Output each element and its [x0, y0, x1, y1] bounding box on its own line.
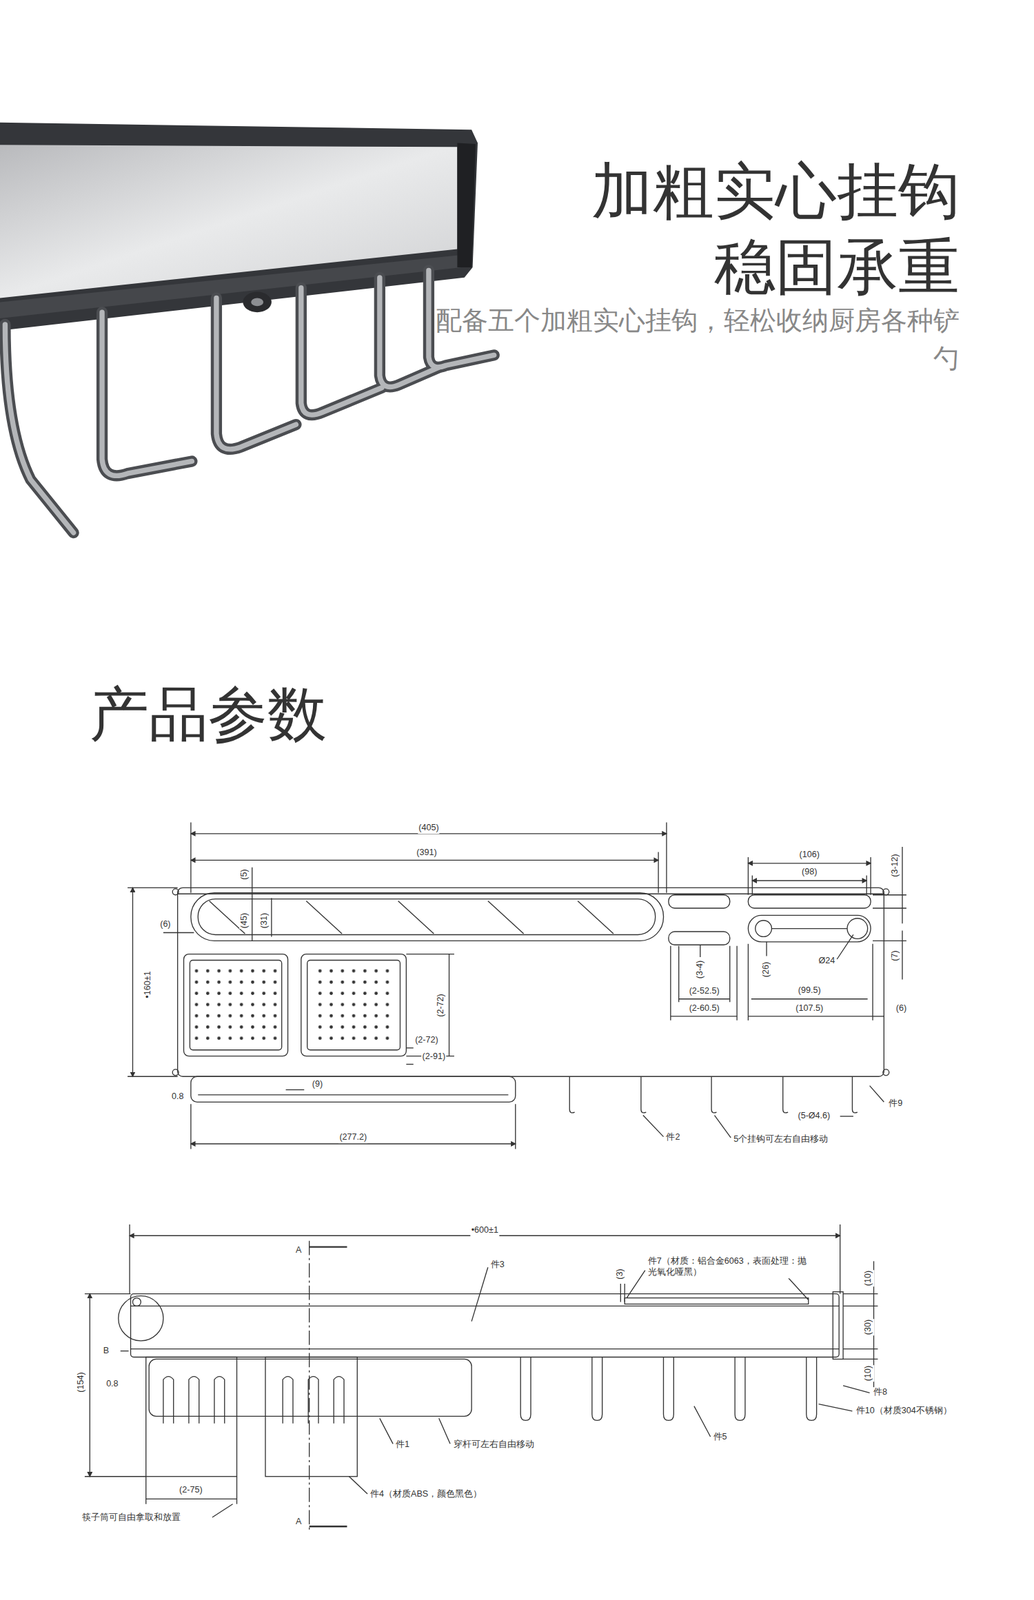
dimension-label: (30): [863, 1319, 875, 1336]
front-view-drawing: [84, 1224, 879, 1532]
note-text: 筷子筒可自由拿取和放置: [81, 1513, 182, 1525]
dimension-label: (5-Ø4.6): [796, 1111, 831, 1123]
section-mark: A: [295, 1246, 302, 1258]
heading: 稳固承重: [714, 228, 960, 306]
part-callout: 件3: [490, 1260, 506, 1272]
note-text: 件10（材质304不锈钢）: [855, 1406, 953, 1418]
top-view-drawing: [127, 823, 907, 1150]
dimension-label: (5): [239, 868, 251, 881]
note-text: 件7（材质：铝合金6063，表面处理：抛光氧化哑黑）: [647, 1256, 813, 1279]
part-callout: 件8: [872, 1387, 888, 1399]
rack-photo: [0, 122, 495, 533]
dimension-label: 0.8: [105, 1380, 120, 1392]
dimension-label: (2-72): [414, 1035, 440, 1047]
dimension-label: (3-4): [694, 959, 706, 980]
part-callout: 件1: [394, 1440, 411, 1452]
dimension-label: (26): [761, 961, 773, 979]
dimension-label: •600±1: [470, 1225, 500, 1237]
dimension-label: Ø24: [818, 956, 837, 968]
part-callout: 件9: [887, 1098, 904, 1110]
note-text: 件4（材质ABS，颜色黑色）: [369, 1489, 483, 1501]
dimension-label: (2-91): [421, 1051, 447, 1063]
note-text: 5个挂钩可左右自由移动: [732, 1134, 829, 1146]
dimension-label: (154): [76, 1372, 88, 1394]
dimension-label: (7): [889, 950, 901, 963]
dimension-label: (391): [415, 847, 438, 859]
dimension-label: (2-75): [178, 1486, 204, 1498]
dimension-label: (9): [311, 1079, 324, 1091]
dimension-label: (3): [614, 1269, 626, 1281]
dimension-label: (2-60.5): [688, 1004, 721, 1016]
dimension-label: (107.5): [794, 1004, 824, 1016]
dimension-label: (405): [417, 823, 440, 835]
dimension-label: (6): [159, 919, 171, 931]
dimension-label: (99.5): [797, 985, 822, 997]
part-callout: 件2: [665, 1132, 681, 1144]
dimension-label: (10): [863, 1270, 875, 1287]
dimension-label: (10): [863, 1365, 875, 1383]
dimension-label: (98): [801, 867, 818, 879]
dimension-label: (31): [259, 911, 271, 929]
dimension-label: (2-72): [435, 993, 447, 1019]
dimension-label: 0.8: [170, 1091, 185, 1103]
dimension-label: •160±1: [142, 970, 154, 999]
part-callout: 件5: [712, 1433, 728, 1445]
dimension-label: (6): [895, 1004, 908, 1016]
dimension-label: (277.2): [338, 1132, 368, 1144]
section-mark: A: [295, 1517, 302, 1529]
body-text: 配备五个加粗实心挂钩，轻松收纳厨房各种铲勺: [428, 301, 960, 378]
page-heading: 产品参数: [89, 677, 327, 752]
dimension-label: (106): [798, 849, 821, 861]
dimension-label: (3-12): [889, 853, 901, 879]
detail-mark: B: [102, 1346, 110, 1358]
heading: 加粗实心挂钩: [591, 153, 960, 231]
note-text: 穿杆可左右自由移动: [452, 1440, 535, 1452]
dimension-label: (2-52.5): [688, 986, 721, 998]
dimension-label: (45): [239, 911, 251, 929]
